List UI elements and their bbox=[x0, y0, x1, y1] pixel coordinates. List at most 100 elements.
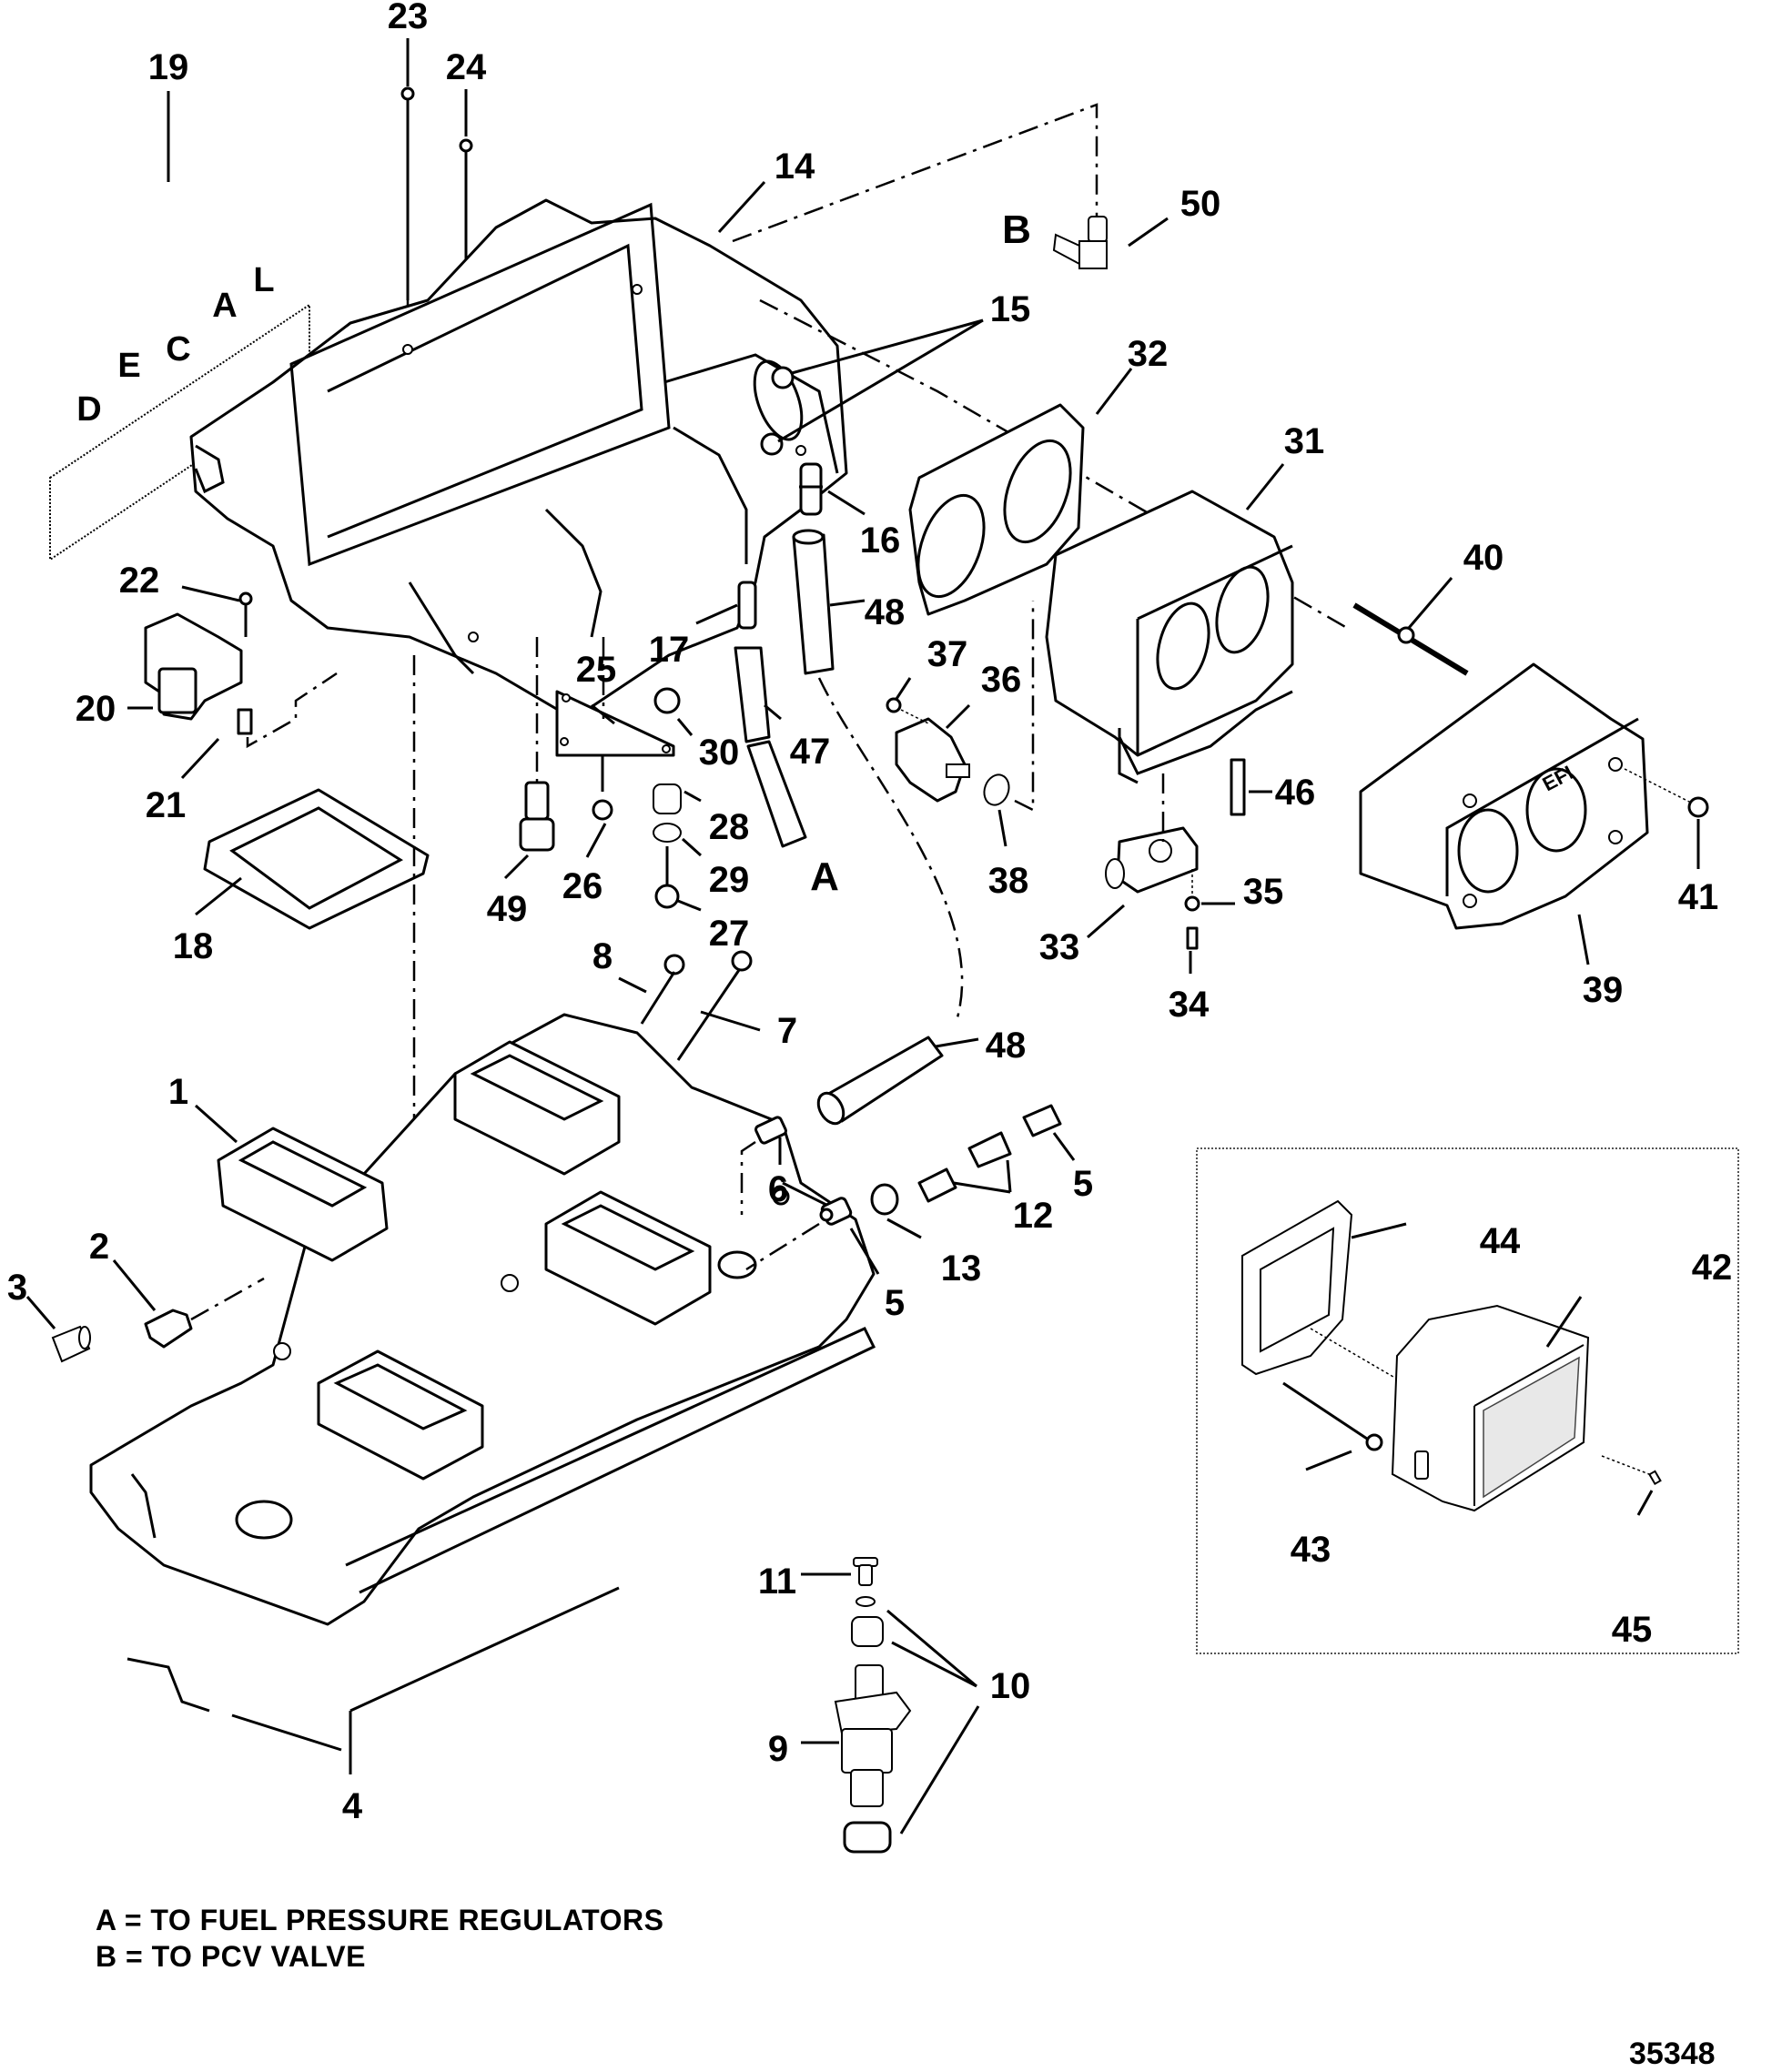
callout-16: 16 bbox=[860, 521, 901, 561]
leader-49 bbox=[503, 854, 530, 880]
leader-42 bbox=[1545, 1296, 1583, 1348]
figure-number: 35348 bbox=[1629, 2037, 1716, 2071]
callout-26: 26 bbox=[562, 866, 603, 906]
flame-arrestor-39: EFI bbox=[1359, 662, 1649, 930]
callout-34: 34 bbox=[1169, 985, 1210, 1025]
callout-7: 7 bbox=[777, 1011, 797, 1051]
map-sensor-20 bbox=[144, 612, 243, 721]
leader-33 bbox=[1087, 904, 1125, 939]
callout-48: 48 bbox=[986, 1026, 1027, 1066]
bolt-43 bbox=[1282, 1381, 1383, 1451]
tps-33 bbox=[1105, 826, 1199, 894]
nut-41 bbox=[1624, 768, 1709, 818]
fitting-5-lower bbox=[745, 1197, 853, 1271]
leader-3 bbox=[25, 1296, 56, 1329]
callout-41: 41 bbox=[1678, 877, 1719, 917]
plenum-gasket-18 bbox=[203, 788, 430, 930]
hose-fitting-17 bbox=[737, 581, 757, 630]
leader-17 bbox=[695, 603, 738, 625]
callout-39: 39 bbox=[1583, 970, 1624, 1010]
callout-2: 2 bbox=[89, 1227, 109, 1267]
decal-letter: L bbox=[253, 261, 274, 299]
leader-21 bbox=[180, 737, 220, 780]
leader-10b bbox=[891, 1641, 977, 1688]
callout-37: 37 bbox=[927, 634, 968, 674]
nut-30 bbox=[653, 687, 681, 714]
leader-18 bbox=[195, 876, 242, 916]
iac-dash bbox=[1014, 601, 1035, 813]
leader-25 bbox=[591, 703, 615, 725]
manifold-gasket-4 bbox=[127, 1586, 620, 1774]
callout-4: 4 bbox=[342, 1786, 363, 1826]
callout-15: 15 bbox=[990, 289, 1031, 329]
callout-19: 19 bbox=[148, 47, 189, 87]
screw-22 bbox=[238, 591, 253, 637]
leader-15b bbox=[777, 318, 984, 443]
callout-11: 11 bbox=[758, 1562, 796, 1602]
gasket-44 bbox=[1241, 1199, 1353, 1376]
leader-32 bbox=[1095, 368, 1133, 415]
callout-labels: 1 2 3 4 5 5 6 7 8 9 10 11 12 13 14 15 16… bbox=[7, 0, 1732, 1826]
mesh-grille bbox=[1483, 1356, 1580, 1499]
leader-29 bbox=[681, 837, 703, 857]
leader-30 bbox=[676, 718, 694, 736]
leader-14 bbox=[717, 180, 766, 234]
leader-1 bbox=[195, 1104, 238, 1144]
callout-21: 21 bbox=[146, 785, 187, 825]
callout-40: 40 bbox=[1463, 538, 1504, 578]
stud-40 bbox=[1352, 602, 1469, 676]
throttle-body bbox=[1045, 490, 1294, 784]
legend-line-a: A = TO FUEL PRESSURE REGULATORS bbox=[96, 1904, 664, 1936]
callout-8: 8 bbox=[592, 936, 613, 976]
legend-line-b: B = TO PCV VALVE bbox=[96, 1940, 366, 1973]
flame-arrestor-42 bbox=[1391, 1304, 1590, 1512]
fuel-injector-9 bbox=[834, 1664, 912, 1807]
screw-37 bbox=[886, 697, 929, 724]
connection-letter-a: A bbox=[810, 854, 839, 899]
callout-43: 43 bbox=[1291, 1530, 1331, 1570]
legend: A = TO FUEL PRESSURE REGULATORS B = TO P… bbox=[96, 1902, 663, 1975]
leader-15a bbox=[791, 318, 984, 375]
callout-14: 14 bbox=[775, 147, 815, 187]
leader-44 bbox=[1351, 1222, 1407, 1239]
callout-12: 12 bbox=[1013, 1196, 1054, 1236]
callout-30: 30 bbox=[699, 733, 740, 773]
decal-letter: A bbox=[212, 287, 237, 325]
decal: D E C A L bbox=[49, 261, 310, 561]
leader-38 bbox=[997, 809, 1007, 847]
leader-13 bbox=[886, 1218, 922, 1239]
inset-frame bbox=[1196, 1147, 1739, 1654]
leader-28 bbox=[683, 790, 702, 803]
injector-filter-11 bbox=[853, 1557, 878, 1586]
callout-5: 5 bbox=[885, 1283, 905, 1323]
callout-33: 33 bbox=[1039, 927, 1080, 967]
callout-5: 5 bbox=[1073, 1164, 1093, 1204]
fitting-6 bbox=[740, 1116, 790, 1215]
leader-50 bbox=[1128, 217, 1169, 248]
leader-48b bbox=[935, 1037, 979, 1048]
callout-46: 46 bbox=[1275, 773, 1316, 813]
callout-50: 50 bbox=[1180, 184, 1221, 224]
spacer-28 bbox=[653, 783, 682, 814]
fuel-hose-48-upper bbox=[792, 529, 835, 675]
callout-20: 20 bbox=[76, 689, 116, 729]
callout-25: 25 bbox=[576, 650, 617, 690]
decal-letter: C bbox=[166, 330, 190, 369]
callout-10: 10 bbox=[990, 1666, 1031, 1706]
cap-3 bbox=[51, 1325, 91, 1363]
leader-22 bbox=[181, 585, 240, 602]
stud-46 bbox=[1230, 758, 1246, 816]
hoses-12 bbox=[917, 1131, 1012, 1203]
leader-36 bbox=[945, 703, 971, 730]
callout-45: 45 bbox=[1612, 1610, 1653, 1650]
washer-29 bbox=[653, 823, 682, 843]
callout-48: 48 bbox=[865, 592, 906, 632]
sensor-49 bbox=[519, 637, 555, 852]
callout-1: 1 bbox=[168, 1072, 188, 1112]
callout-9: 9 bbox=[768, 1729, 788, 1769]
leader-2 bbox=[112, 1259, 157, 1311]
callout-32: 32 bbox=[1128, 334, 1169, 374]
callout-27: 27 bbox=[709, 914, 750, 954]
upper-plenum bbox=[189, 198, 848, 721]
hose-route-line bbox=[817, 677, 964, 1025]
